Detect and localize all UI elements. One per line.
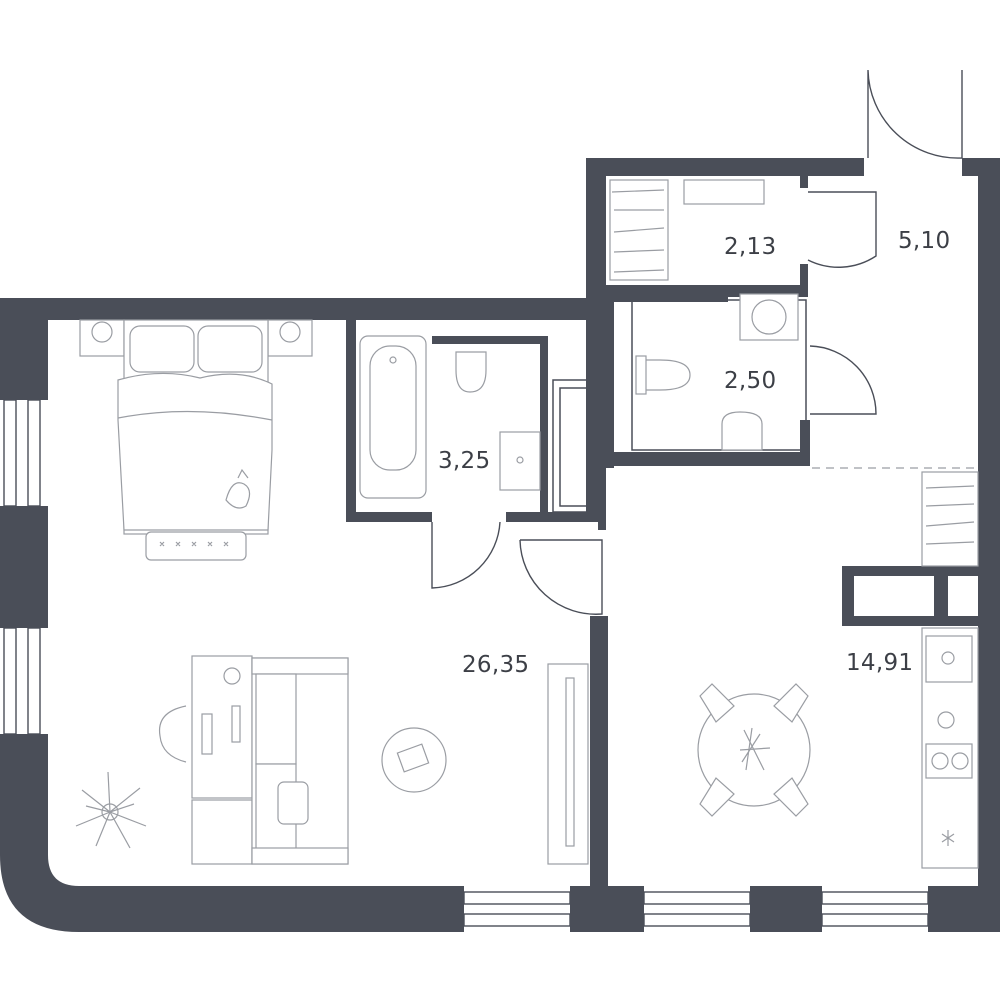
storage-cabinet	[683, 179, 765, 205]
table-flowers	[739, 727, 771, 771]
burner-1	[931, 752, 949, 770]
desk-lamp	[223, 667, 241, 685]
wc-toilet-tank	[635, 355, 647, 395]
window-bottom-1-frame2	[463, 913, 571, 927]
area-labels: 2,13 5,10 2,50 3,25 26,35 14,91	[438, 228, 950, 678]
dining-chair-4	[773, 777, 809, 817]
walls	[0, 158, 1000, 932]
wall-bath-inner-right	[540, 336, 548, 512]
wall-living-kitchen-stub	[598, 512, 606, 530]
window-left-lower-frame	[3, 627, 17, 735]
bath-sink	[499, 431, 541, 491]
room-area-hall: 5,10	[898, 228, 950, 254]
plant	[75, 771, 147, 849]
living-furniture	[75, 319, 589, 865]
burner-2	[951, 752, 969, 770]
sofa-back	[251, 657, 349, 675]
kitchen-sink	[925, 635, 973, 683]
wc-toilet	[637, 359, 691, 391]
cabinet	[191, 799, 253, 865]
kitchen-shaft-left-inner	[854, 576, 934, 616]
rug-pattern	[159, 541, 229, 547]
cooktop	[925, 743, 973, 779]
wall-top-living	[0, 298, 605, 320]
desk	[191, 655, 253, 799]
storage-door	[807, 191, 877, 268]
bathtub-inner	[369, 345, 417, 471]
wall-living-kitchen-bottom	[590, 616, 608, 896]
kitchen-cabinet-mark	[941, 830, 955, 846]
keyboard	[201, 713, 213, 755]
wall-living-kitchen-top	[586, 296, 606, 522]
wall-top-storage	[586, 158, 864, 176]
living-door	[519, 539, 603, 615]
room-area-bathroom: 3,25	[438, 448, 490, 474]
window-left-lower-frame2	[27, 627, 41, 735]
bath-sink-tap	[516, 456, 524, 464]
wc-furniture	[635, 293, 799, 451]
blanket	[117, 372, 273, 531]
kitchen-furniture	[697, 471, 979, 869]
wc-inner-frame	[631, 299, 807, 451]
bath-door	[431, 521, 501, 589]
window-bottom-2-frame	[643, 891, 751, 905]
window-left-upper-frame	[3, 399, 17, 507]
dining-chair-2	[773, 683, 809, 723]
wall-bath-inner-top	[432, 336, 548, 344]
wall-wc-top	[604, 292, 728, 302]
window-bottom-3-frame2	[821, 913, 929, 927]
washing-machine-drum	[751, 299, 787, 335]
window-left-upper-frame2	[27, 399, 41, 507]
kitchen-tall-unit-marks	[925, 485, 975, 545]
sofa-seat-1	[255, 673, 297, 765]
wall-wc-left	[604, 292, 614, 468]
dining-chair-1	[699, 683, 735, 723]
room-area-storage: 2,13	[724, 234, 776, 260]
wall-right	[978, 158, 1000, 932]
wall-bath-bottom-left	[346, 512, 432, 522]
dining-chair-3	[699, 777, 735, 817]
kitchen-shaft-right-inner	[948, 576, 978, 616]
bath-toilet	[455, 351, 487, 393]
shelf-marks	[611, 189, 665, 273]
bath-furniture	[359, 335, 541, 499]
bathtub-drain	[389, 356, 397, 364]
sofa-cushion	[277, 781, 309, 825]
blanket-fold	[117, 410, 273, 421]
storage-furniture	[609, 179, 765, 281]
table-book	[396, 743, 430, 773]
wall-storage-door-jamb-bottom	[800, 264, 808, 296]
windows	[0, 399, 929, 932]
window-bottom-1-frame	[463, 891, 571, 905]
wc-door	[809, 345, 877, 415]
entrance-door	[867, 69, 963, 159]
wall-storage-door-jamb-top	[800, 176, 808, 188]
tv	[565, 677, 575, 847]
window-bottom-3-frame	[821, 891, 929, 905]
monitor	[231, 705, 241, 743]
doors	[431, 69, 978, 615]
room-area-living-room: 26,35	[462, 652, 529, 678]
lamp-left	[91, 321, 113, 343]
office-chair	[158, 705, 187, 763]
kettle	[937, 711, 955, 729]
cat	[225, 468, 251, 509]
kitchen-sink-drain	[941, 651, 955, 665]
wall-wc-bottom	[604, 452, 810, 466]
pillow-left	[129, 325, 195, 373]
wc-sink	[721, 411, 763, 451]
room-area-wc: 2,50	[724, 368, 776, 394]
window-bottom-2-frame2	[643, 913, 751, 927]
pillow-right	[197, 325, 263, 373]
sofa-arm	[251, 847, 349, 865]
wall-bath-left	[346, 318, 356, 522]
wall-wc-right-bottom	[800, 420, 810, 466]
lamp-right	[279, 321, 301, 343]
room-area-kitchen: 14,91	[846, 650, 913, 676]
wall-bath-bottom-right	[506, 512, 602, 522]
wall-right-top	[962, 158, 1000, 176]
